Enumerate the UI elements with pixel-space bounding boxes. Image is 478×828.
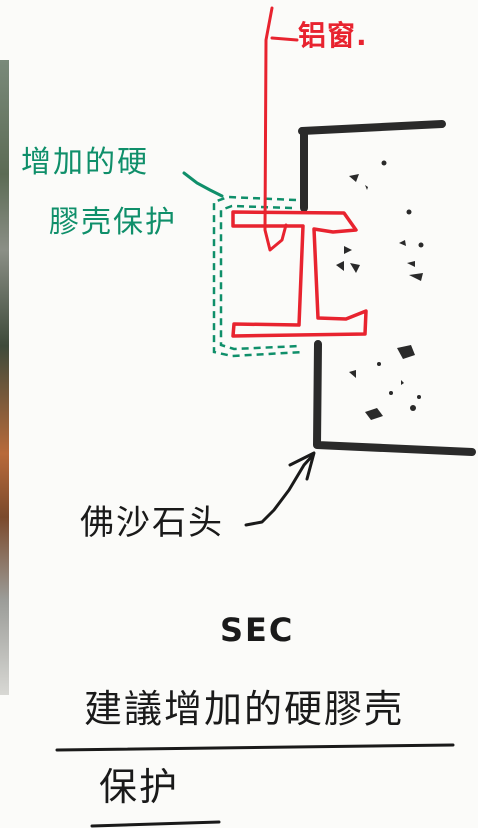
recommendation-text-line2: 保护 — [99, 765, 180, 809]
background-photo-edge — [0, 60, 9, 695]
aluminium-window-label: 铝窗. — [298, 19, 368, 52]
recommendation-text-line1: 建議增加的硬膠壳 — [84, 687, 405, 731]
hard-plastic-shell — [212, 195, 304, 358]
sec-heading: SEC — [220, 611, 295, 649]
sandstone-leader-arrow — [244, 451, 316, 527]
hard-plastic-protection-label-line2: 膠壳保护 — [49, 205, 177, 240]
aluminium-window-profile — [231, 6, 368, 338]
recommendation-underlines — [55, 743, 455, 828]
green-leader-arrow — [182, 171, 224, 198]
stone-speckles — [336, 160, 424, 420]
hard-plastic-protection-label-line1: 增加的硬 — [21, 145, 149, 180]
sandstone-label: 佛沙石头 — [80, 503, 224, 543]
sandstone-wall-outline — [298, 120, 476, 456]
